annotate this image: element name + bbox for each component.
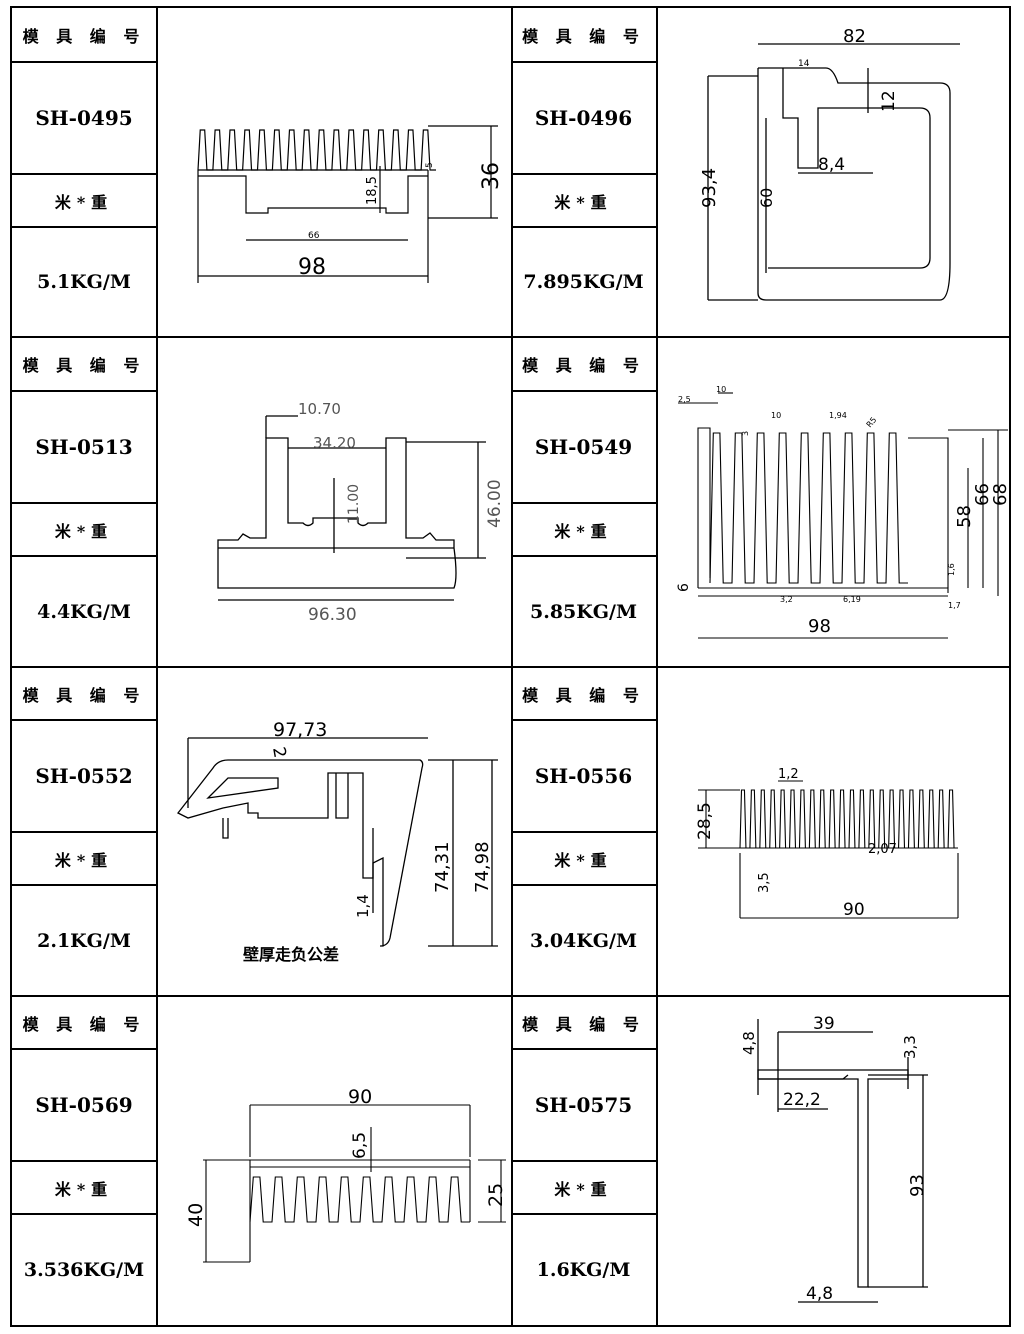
weight-value: 5.85KG/M — [530, 600, 637, 623]
dim-label: 93,4 — [699, 168, 720, 208]
mold-number-header: 模 具 编 号 — [22, 26, 146, 46]
weight-value: 2.1KG/M — [37, 929, 131, 952]
weight-label: 米*重 — [54, 521, 114, 541]
dim-label: 4,8 — [806, 1284, 833, 1304]
row-divider — [12, 336, 1009, 338]
dim-label: 98 — [298, 255, 326, 280]
profile-drawing-sh-0495: 66 98 36 18,5 5 — [197, 125, 504, 283]
dim-label: 2,07 — [868, 842, 897, 857]
dim-label: 66 — [308, 231, 320, 241]
weight-label: 米*重 — [554, 521, 613, 541]
weight-label: 米*重 — [54, 850, 114, 870]
mold-number-header: 模 具 编 号 — [522, 356, 645, 375]
mold-code: SH-0496 — [534, 106, 633, 130]
dim-label: 8,4 — [818, 155, 845, 175]
dim-label: 6,5 — [350, 1132, 370, 1159]
weight-value: 7.895KG/M — [523, 271, 644, 293]
mold-number-header: 模 具 编 号 — [22, 685, 146, 705]
dim-label: 11.00 — [346, 484, 362, 524]
profile-drawing-sh-0552: 97,73 2 74,31 74,98 1,4 壁厚走负公差 — [177, 719, 498, 964]
dim-label: 60 — [757, 188, 776, 208]
weight-label: 米*重 — [554, 1179, 613, 1199]
dim-label: 36 — [479, 162, 504, 190]
dim-label: 74,31 — [432, 841, 453, 893]
dim-label: 10 — [771, 411, 781, 420]
dim-label: 4,8 — [740, 1031, 758, 1055]
dim-label: 1,7 — [948, 601, 961, 610]
dim-label: 12 — [879, 90, 899, 112]
profile-drawing-sh-0575: 4,8 39 3,3 22,2 93 4,8 — [740, 1014, 928, 1304]
dim-label: 1,94 — [829, 411, 847, 420]
mold-number-header: 模 具 编 号 — [522, 26, 645, 46]
mold-number-header: 模 具 编 号 — [522, 1014, 645, 1034]
mold-code: SH-0549 — [534, 435, 633, 459]
dim-label: R5 — [865, 415, 879, 429]
dim-label: 66 — [972, 483, 993, 506]
weight-value: 3.04KG/M — [530, 929, 637, 952]
dim-label: 98 — [808, 616, 831, 637]
mold-code: SH-0575 — [534, 1093, 633, 1117]
weight-value: 1.6KG/M — [536, 1259, 631, 1281]
mold-code: SH-0513 — [35, 435, 133, 459]
catalog-sheet: 模 具 编 号 SH-0495 米*重 5.1KG/M 模 具 编 号 SH-0… — [10, 6, 1011, 1327]
weight-label: 米*重 — [554, 192, 613, 212]
dim-label: 2 — [268, 745, 290, 759]
dim-label: 40 — [185, 1203, 207, 1227]
dim-label: 10.70 — [298, 400, 341, 418]
dim-label: 3 — [741, 431, 750, 436]
mold-number-header: 模 具 编 号 — [522, 685, 645, 705]
dim-label: 34.20 — [313, 434, 356, 452]
dim-label: 18,5 — [365, 176, 380, 205]
mold-code: SH-0556 — [534, 764, 633, 788]
dim-label: 97,73 — [273, 719, 327, 741]
profile-drawing-sh-0513: 10.70 34.20 11.00 46.00 96.30 — [217, 400, 505, 625]
mold-number-header: 模 具 编 号 — [22, 356, 146, 375]
tolerance-note: 壁厚走负公差 — [243, 945, 339, 964]
profile-drawing-sh-0496: 82 14 12 8,4 93,4 60 — [699, 26, 960, 301]
dim-label: 25 — [485, 1183, 507, 1207]
dim-label: 1,6 — [947, 563, 956, 576]
dim-label: 96.30 — [308, 605, 357, 625]
mold-code: SH-0495 — [35, 106, 133, 130]
dim-label: 39 — [813, 1014, 835, 1034]
dim-label: 10 — [716, 385, 726, 394]
dim-label: 14 — [798, 59, 810, 69]
profile-drawing-sh-0549: 2,5 10 10 1,94 R5 3 58 66 68 1,6 3,2 6,1… — [676, 385, 1011, 639]
mold-code: SH-0552 — [35, 764, 133, 788]
dim-label: 90 — [348, 1086, 372, 1108]
weight-label: 米*重 — [554, 850, 613, 870]
profile-drawing-sh-0569: 90 6,5 25 40 — [185, 1086, 507, 1263]
dim-label: 1,4 — [354, 894, 372, 918]
dim-label: 46.00 — [485, 479, 505, 528]
dim-label: 74,98 — [472, 841, 493, 893]
dim-label: 5 — [425, 162, 435, 168]
mold-code: SH-0569 — [35, 1093, 133, 1117]
dim-label: 6,19 — [843, 595, 861, 604]
dim-label: 1,2 — [778, 767, 799, 782]
dim-label: 68 — [990, 483, 1011, 506]
row-divider — [12, 995, 1009, 997]
weight-value: 3.536KG/M — [23, 1259, 145, 1281]
weight-label: 米*重 — [54, 192, 114, 212]
dim-label: 22,2 — [783, 1090, 821, 1110]
dim-label: 3,5 — [757, 872, 772, 893]
mold-number-header: 模 具 编 号 — [22, 1014, 146, 1034]
row-divider — [12, 666, 1009, 668]
weight-label: 米*重 — [54, 1179, 114, 1199]
dim-label: 6 — [676, 583, 692, 592]
dim-label: 82 — [843, 26, 866, 47]
profile-drawing-sh-0556: 1,2 28,5 2,07 3,5 90 — [695, 767, 959, 920]
dim-label: 3,3 — [901, 1035, 919, 1059]
dim-label: 28,5 — [695, 802, 715, 840]
weight-value: 4.4KG/M — [37, 600, 131, 623]
dim-label: 2,5 — [678, 395, 691, 404]
dim-label: 3,2 — [780, 595, 793, 604]
weight-value: 5.1KG/M — [37, 271, 131, 293]
dim-label: 93 — [907, 1174, 928, 1197]
dim-label: 90 — [843, 900, 865, 920]
dim-label: 58 — [954, 505, 975, 528]
